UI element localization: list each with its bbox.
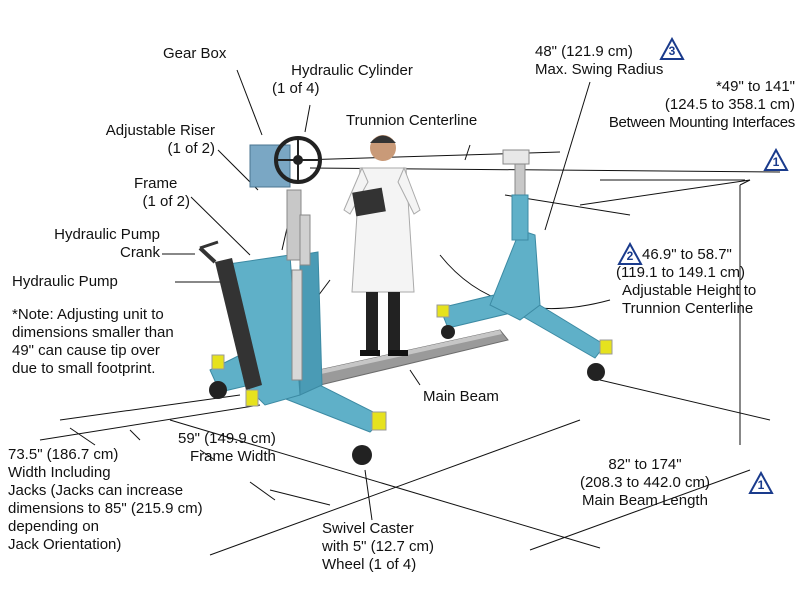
swivel-caster-label: Swivel Caster with 5" (12.7 cm) Wheel (1… — [322, 520, 434, 574]
height-line-4: Trunnion Centerline — [622, 300, 754, 317]
frame-width-line-1: 59" (149.9 cm) — [178, 430, 276, 447]
hydraulic-cylinder-line-2: (1 of 4) — [272, 80, 320, 97]
main-beam — [309, 329, 509, 387]
left-stand — [198, 136, 387, 465]
mounting-line-2: (124.5 to 358.1 cm) — [664, 96, 795, 113]
height-line-2: (119.1 to 149.1 cm) — [616, 264, 745, 281]
mounting-marker-icon: 1 — [763, 148, 789, 172]
trunnion-centerline-label: Trunnion Centerline — [346, 112, 478, 129]
frame-line-2: (1 of 2) — [142, 193, 190, 210]
swing-marker-icon: 3 — [659, 37, 685, 61]
frame-label: Frame (1 of 2) — [100, 175, 190, 211]
width-line-6: Jack Orientation) — [8, 536, 122, 553]
swing-marker-number: 3 — [668, 44, 676, 58]
beam-length-line-1: 82" to 174" — [608, 456, 682, 473]
hydraulic-cylinder-line-1: Hydraulic Cylinder — [291, 62, 413, 79]
hydraulic-pump-label: Hydraulic Pump — [12, 273, 118, 290]
caster-line-3: Wheel (1 of 4) — [322, 556, 417, 573]
main-beam-label: Main Beam — [423, 388, 499, 405]
note-line-2: dimensions smaller than — [12, 324, 174, 341]
width-line-3: Jacks (Jacks can increase — [8, 482, 184, 499]
frame-width-line-2: Frame Width — [190, 448, 276, 465]
mounting-marker-number: 1 — [772, 155, 780, 169]
mounting-line-1: *49" to 141" — [715, 78, 795, 95]
gear-box-label: Gear Box — [163, 45, 227, 62]
width-line-5: depending on — [8, 518, 99, 535]
mounting-interfaces-label: *49" to 141" (124.5 to 358.1 cm) Between… — [575, 78, 795, 132]
max-swing-line-1: 48" (121.9 cm) — [535, 43, 633, 60]
note-line-4: due to small footprint. — [12, 360, 156, 377]
right-stand — [436, 149, 613, 381]
tip-over-note: *Note: Adjusting unit to dimensions smal… — [12, 306, 174, 378]
height-line-1: 46.9" to 58.7" — [642, 246, 732, 263]
frame-line-1: Frame — [134, 175, 178, 192]
height-line-3: Adjustable Height to — [622, 282, 757, 299]
pump-crank-line-1: Hydraulic Pump — [54, 226, 160, 243]
width-including-jacks-label: 73.5" (186.7 cm) Width Including Jacks (… — [8, 446, 203, 554]
frame-width-label: 59" (149.9 cm) Frame Width — [178, 430, 276, 466]
max-swing-radius-label: 48" (121.9 cm) Max. Swing Radius — [535, 43, 663, 79]
beam-length-marker-icon: 1 — [748, 471, 774, 495]
max-swing-line-2: Max. Swing Radius — [535, 61, 664, 78]
main-beam-length-label: 82" to 174" (208.3 to 442.0 cm) Main Bea… — [560, 456, 730, 510]
beam-length-line-2: (208.3 to 442.0 cm) — [579, 474, 711, 491]
beam-length-marker-number: 1 — [757, 478, 765, 492]
height-marker-number: 2 — [626, 249, 634, 263]
caster-line-2: with 5" (12.7 cm) — [322, 538, 435, 555]
height-marker-icon: 2 — [617, 242, 643, 266]
adjustable-riser-label: Adjustable Riser (1 of 2) — [60, 122, 215, 158]
caster-line-1: Swivel Caster — [322, 520, 414, 537]
width-line-1: 73.5" (186.7 cm) — [8, 446, 119, 463]
mounting-line-3: Between Mounting Interfaces — [608, 114, 795, 131]
hydraulic-pump-crank-label: Hydraulic Pump Crank — [10, 226, 160, 262]
adjustable-height-label: 46.9" to 58.7" (119.1 to 149.1 cm) Adjus… — [616, 246, 756, 318]
adjustable-riser-line-2: (1 of 2) — [167, 140, 215, 157]
width-line-4: dimensions to 85" (215.9 cm) — [8, 500, 203, 517]
note-line-1: *Note: Adjusting unit to — [12, 306, 164, 323]
note-line-3: 49" can cause tip over — [12, 342, 160, 359]
beam-length-line-3: Main Beam Length — [582, 492, 708, 509]
adjustable-riser-line-1: Adjustable Riser — [105, 122, 215, 139]
pump-crank-line-2: Crank — [119, 244, 160, 261]
width-line-2: Width Including — [8, 464, 111, 481]
hydraulic-cylinder-label: Hydraulic Cylinder (1 of 4) — [272, 62, 432, 98]
person-in-lab-coat — [343, 135, 421, 356]
